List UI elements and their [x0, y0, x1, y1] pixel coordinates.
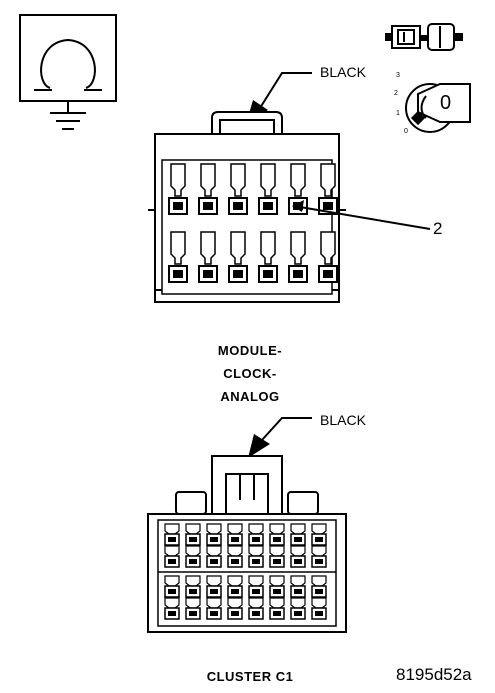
figure-code: 8195d52a: [396, 665, 472, 684]
connector-name-line-3: ANALOG: [220, 389, 280, 404]
key-position-0: 0: [404, 128, 408, 135]
pin-cavity: [228, 163, 248, 215]
connector-name-line-2: CLOCK-: [223, 366, 277, 381]
pin-cavity: [227, 545, 243, 568]
ignition-key-icon: [385, 23, 471, 133]
pin-cavity: [269, 575, 285, 598]
key-position-3: 3: [396, 72, 400, 79]
pin-cavity: [290, 523, 306, 546]
pin-cavity: [318, 231, 338, 283]
pin-cavity: [311, 523, 327, 546]
pin-cavity: [164, 597, 180, 620]
ohm-ground-symbol-icon: [19, 14, 117, 130]
pin-cavity: [248, 597, 264, 620]
pin-callout-2: [292, 200, 431, 230]
pin-cavity: [206, 575, 222, 598]
pin-cavity: [227, 523, 243, 546]
pin-cavity: [258, 163, 278, 215]
pin-cavity: [248, 523, 264, 546]
pin-cavity: [228, 231, 248, 283]
cluster-connector-name: CLUSTER C1: [206, 669, 294, 684]
connector-name-line-1: MODULE-: [217, 343, 283, 358]
pin-cavity: [269, 597, 285, 620]
pin-cavity: [198, 163, 218, 215]
pin-cavity: [248, 575, 264, 598]
pin-cavity: [248, 545, 264, 568]
bottom-connector-color-label: BLACK: [320, 412, 366, 428]
module-clock-pin-grid: [168, 163, 338, 283]
pin-cavity: [258, 231, 278, 283]
pin-cavity: [164, 575, 180, 598]
pin-cavity: [164, 545, 180, 568]
pin-cavity: [311, 575, 327, 598]
pin-cavity: [206, 523, 222, 546]
pin-cavity: [185, 523, 201, 546]
pin-cavity: [227, 575, 243, 598]
pin-cavity: [206, 597, 222, 620]
pin-cavity: [227, 597, 243, 620]
pin-cavity: [290, 545, 306, 568]
key-position-2: 2: [394, 90, 398, 97]
pin-cavity: [311, 545, 327, 568]
bottom-color-callout: [248, 417, 312, 458]
pin-cavity: [185, 545, 201, 568]
pin-cavity: [168, 163, 188, 215]
pin-cavity: [206, 545, 222, 568]
callout-number: 2: [433, 219, 443, 238]
key-position-1: 1: [396, 110, 400, 117]
pin-cavity: [269, 545, 285, 568]
pin-cavity: [290, 597, 306, 620]
pin-cavity: [185, 575, 201, 598]
pin-cavity: [288, 231, 308, 283]
pin-cavity: [185, 597, 201, 620]
pin-cavity: [311, 597, 327, 620]
pin-cavity: [164, 523, 180, 546]
key-label: 0: [440, 92, 452, 114]
cluster-c1-pin-grid: [164, 523, 327, 620]
pin-cavity: [269, 523, 285, 546]
pin-cavity: [168, 231, 188, 283]
pin-cavity: [198, 231, 218, 283]
pin-cavity: [290, 575, 306, 598]
top-connector-color-label: BLACK: [320, 64, 366, 80]
